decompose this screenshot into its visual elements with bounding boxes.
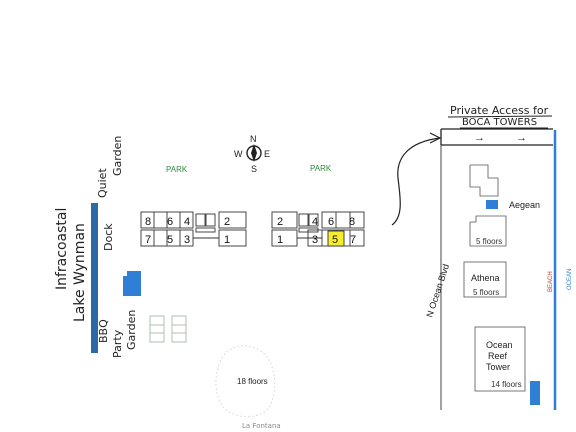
- lake-shoreline-bar: [91, 203, 98, 353]
- left-unit-8: 8: [145, 216, 151, 228]
- quiet-garden-label-2: Garden: [111, 136, 124, 176]
- left-unit-1: 1: [224, 234, 230, 246]
- quiet-garden-label-1: Quiet: [96, 168, 109, 198]
- bbq-label: BBQ: [97, 319, 110, 343]
- n-ocean-blvd-label: N Ocean Blvd: [424, 263, 451, 319]
- ocean-reef-name-2: Reef: [488, 351, 508, 361]
- right-unit-1: 1: [277, 234, 283, 246]
- left-unit-4: 4: [184, 216, 190, 228]
- lane-arrow-2: →: [516, 132, 527, 144]
- intracoastal-label: Infracoastal: [54, 208, 70, 290]
- ocean-reef-name-1: Ocean: [486, 340, 513, 350]
- left-unit-5: 5: [167, 234, 173, 246]
- garden-label: Garden: [125, 310, 138, 350]
- athena-name: Athena: [471, 273, 500, 283]
- la-fontana-outline: [215, 345, 276, 418]
- lake-label: Lake Wynman: [72, 223, 88, 322]
- right-unit-7: 7: [350, 234, 356, 246]
- entry-arrowhead: [429, 132, 442, 144]
- lake-pool-deck: [127, 271, 141, 296]
- ocean-label: OCEAN: [567, 269, 573, 290]
- party-label: Party: [111, 329, 124, 358]
- private-access-label: Private Access for: [450, 104, 549, 117]
- right-villa-block: [271, 211, 365, 247]
- compass-north: N: [250, 134, 257, 144]
- highlighted-unit-5: [327, 230, 345, 247]
- right-unit-2: 2: [277, 216, 283, 228]
- left-villa-block: [140, 211, 247, 247]
- beach-label: BEACH: [548, 271, 554, 292]
- ocean-reef-outline: [474, 326, 526, 392]
- right-unit-6: 6: [328, 216, 334, 228]
- la-fontana-label: La Fontana: [242, 422, 281, 430]
- right-unit-3: 3: [312, 234, 318, 246]
- park-label-right: PARK: [310, 164, 332, 173]
- ocean-reef-floors: 14 floors: [491, 380, 522, 389]
- aegean-floors: 5 floors: [476, 237, 502, 246]
- right-unit-5: 5: [332, 234, 338, 246]
- ocean-reef-name-3: Tower: [486, 362, 510, 372]
- eighteen-floors-label: 18 floors: [237, 377, 268, 386]
- aegean-floors-outline: [469, 215, 507, 247]
- aegean-pool: [486, 200, 498, 209]
- boca-towers-label: BOCA TOWERS: [462, 117, 537, 128]
- access-lane: [440, 128, 553, 146]
- lake-pool: [123, 276, 130, 296]
- compass-east: E: [264, 149, 270, 159]
- compass-rose: N S W E: [234, 134, 270, 174]
- lane-arrow-1: →: [474, 132, 485, 144]
- park-label-left: PARK: [166, 165, 188, 174]
- ocean-reef-pool: [530, 381, 540, 405]
- athena-outline: [463, 261, 507, 298]
- entry-route-arrow: [391, 137, 441, 226]
- left-unit-3: 3: [184, 234, 190, 246]
- right-unit-4: 4: [312, 216, 318, 228]
- aegean-name: Aegean: [509, 200, 540, 210]
- private-access-underline: [447, 115, 553, 118]
- compass-west: W: [234, 149, 243, 159]
- athena-floors: 5 floors: [473, 288, 499, 297]
- left-unit-2: 2: [224, 216, 230, 228]
- left-unit-7: 7: [145, 234, 151, 246]
- right-unit-8: 8: [349, 216, 355, 228]
- left-unit-6: 6: [167, 216, 173, 228]
- compass-south: S: [251, 164, 257, 174]
- dock-label: Dock: [102, 223, 115, 251]
- bbq-garden-plot: [149, 315, 187, 343]
- aegean-outline: [469, 164, 499, 197]
